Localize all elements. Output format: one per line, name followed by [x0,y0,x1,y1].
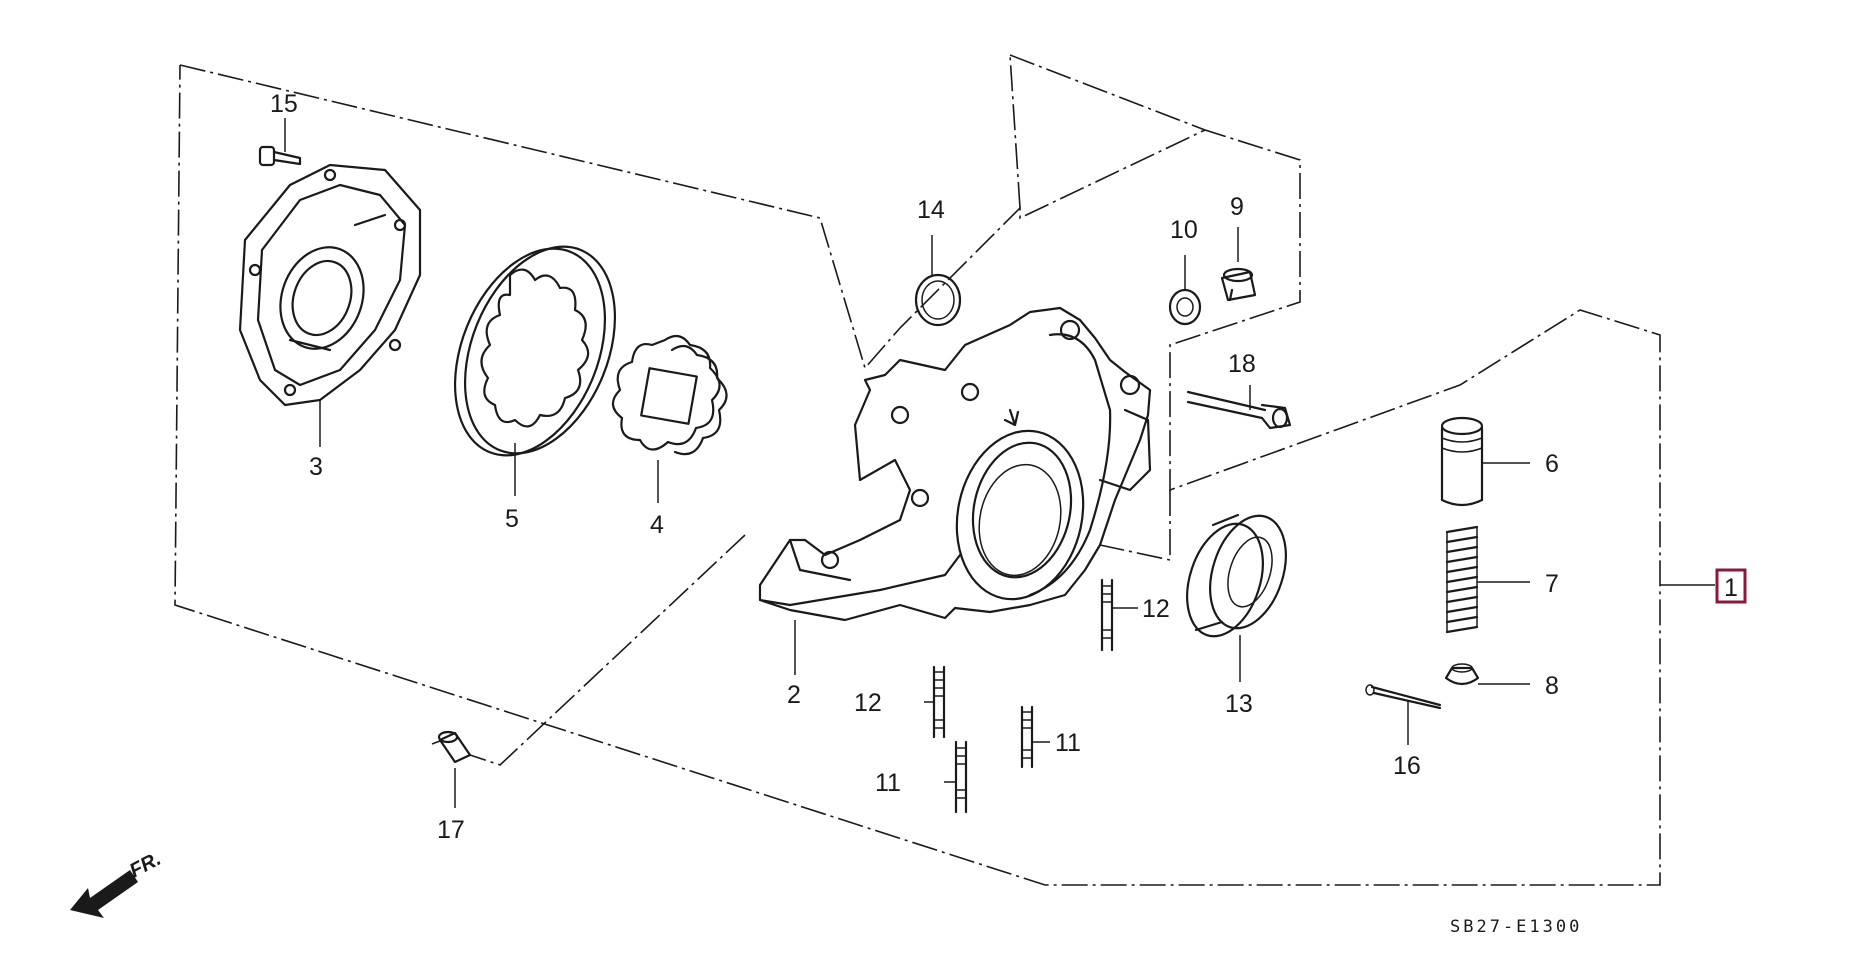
callout-11b: 11 [875,769,901,797]
front-direction-indicator: FR. [70,848,165,918]
cotter-pin-part-16 [1365,684,1442,710]
screw-part-15 [258,145,302,167]
callout-11a: 11 [1055,729,1081,757]
stud-bolts-part-11-12 [932,578,1114,814]
assembly-callout-1: 1 [1715,568,1747,604]
front-arrow-icon [70,870,138,918]
o-ring-part-14 [914,273,962,327]
dowel-pin-part-17 [431,730,472,764]
callout-1: 1 [1724,574,1738,602]
callout-2: 2 [787,681,801,709]
relief-valve-part-6 [1440,416,1484,507]
callout-4: 4 [650,511,664,539]
washer-part-10 [1168,288,1202,326]
inner-rotor-part-4 [611,334,728,456]
oil-seal-part-13 [1186,513,1287,638]
plug-part-9 [1220,267,1257,302]
callout-labels: 15 3 5 4 14 10 9 18 6 7 8 16 13 12 12 11… [270,90,1559,844]
leader-lines [284,118,1715,808]
pump-body-part-2 [758,306,1152,622]
pump-cover-part-3 [238,163,422,407]
callout-10: 10 [1170,216,1198,244]
spring-part-7 [1445,525,1479,634]
callout-17: 17 [437,816,465,844]
callout-12b: 12 [854,689,882,717]
callout-5: 5 [505,505,519,533]
callout-15: 15 [270,90,298,118]
outer-rotor-part-5 [453,245,617,457]
diagram-code: SB27-E1300 [1450,917,1582,937]
callout-3: 3 [309,453,323,481]
callout-18: 18 [1228,350,1256,378]
callout-9: 9 [1230,193,1244,221]
callout-14: 14 [917,196,945,224]
assembly-boundary [174,54,1661,886]
callout-7: 7 [1545,570,1559,598]
bolt-part-18 [1186,390,1292,430]
callout-12a: 12 [1142,595,1170,623]
retainer-part-8 [1444,663,1480,686]
callout-13: 13 [1225,690,1253,718]
callout-16: 16 [1393,752,1421,780]
callout-6: 6 [1545,450,1559,478]
callout-8: 8 [1545,672,1559,700]
